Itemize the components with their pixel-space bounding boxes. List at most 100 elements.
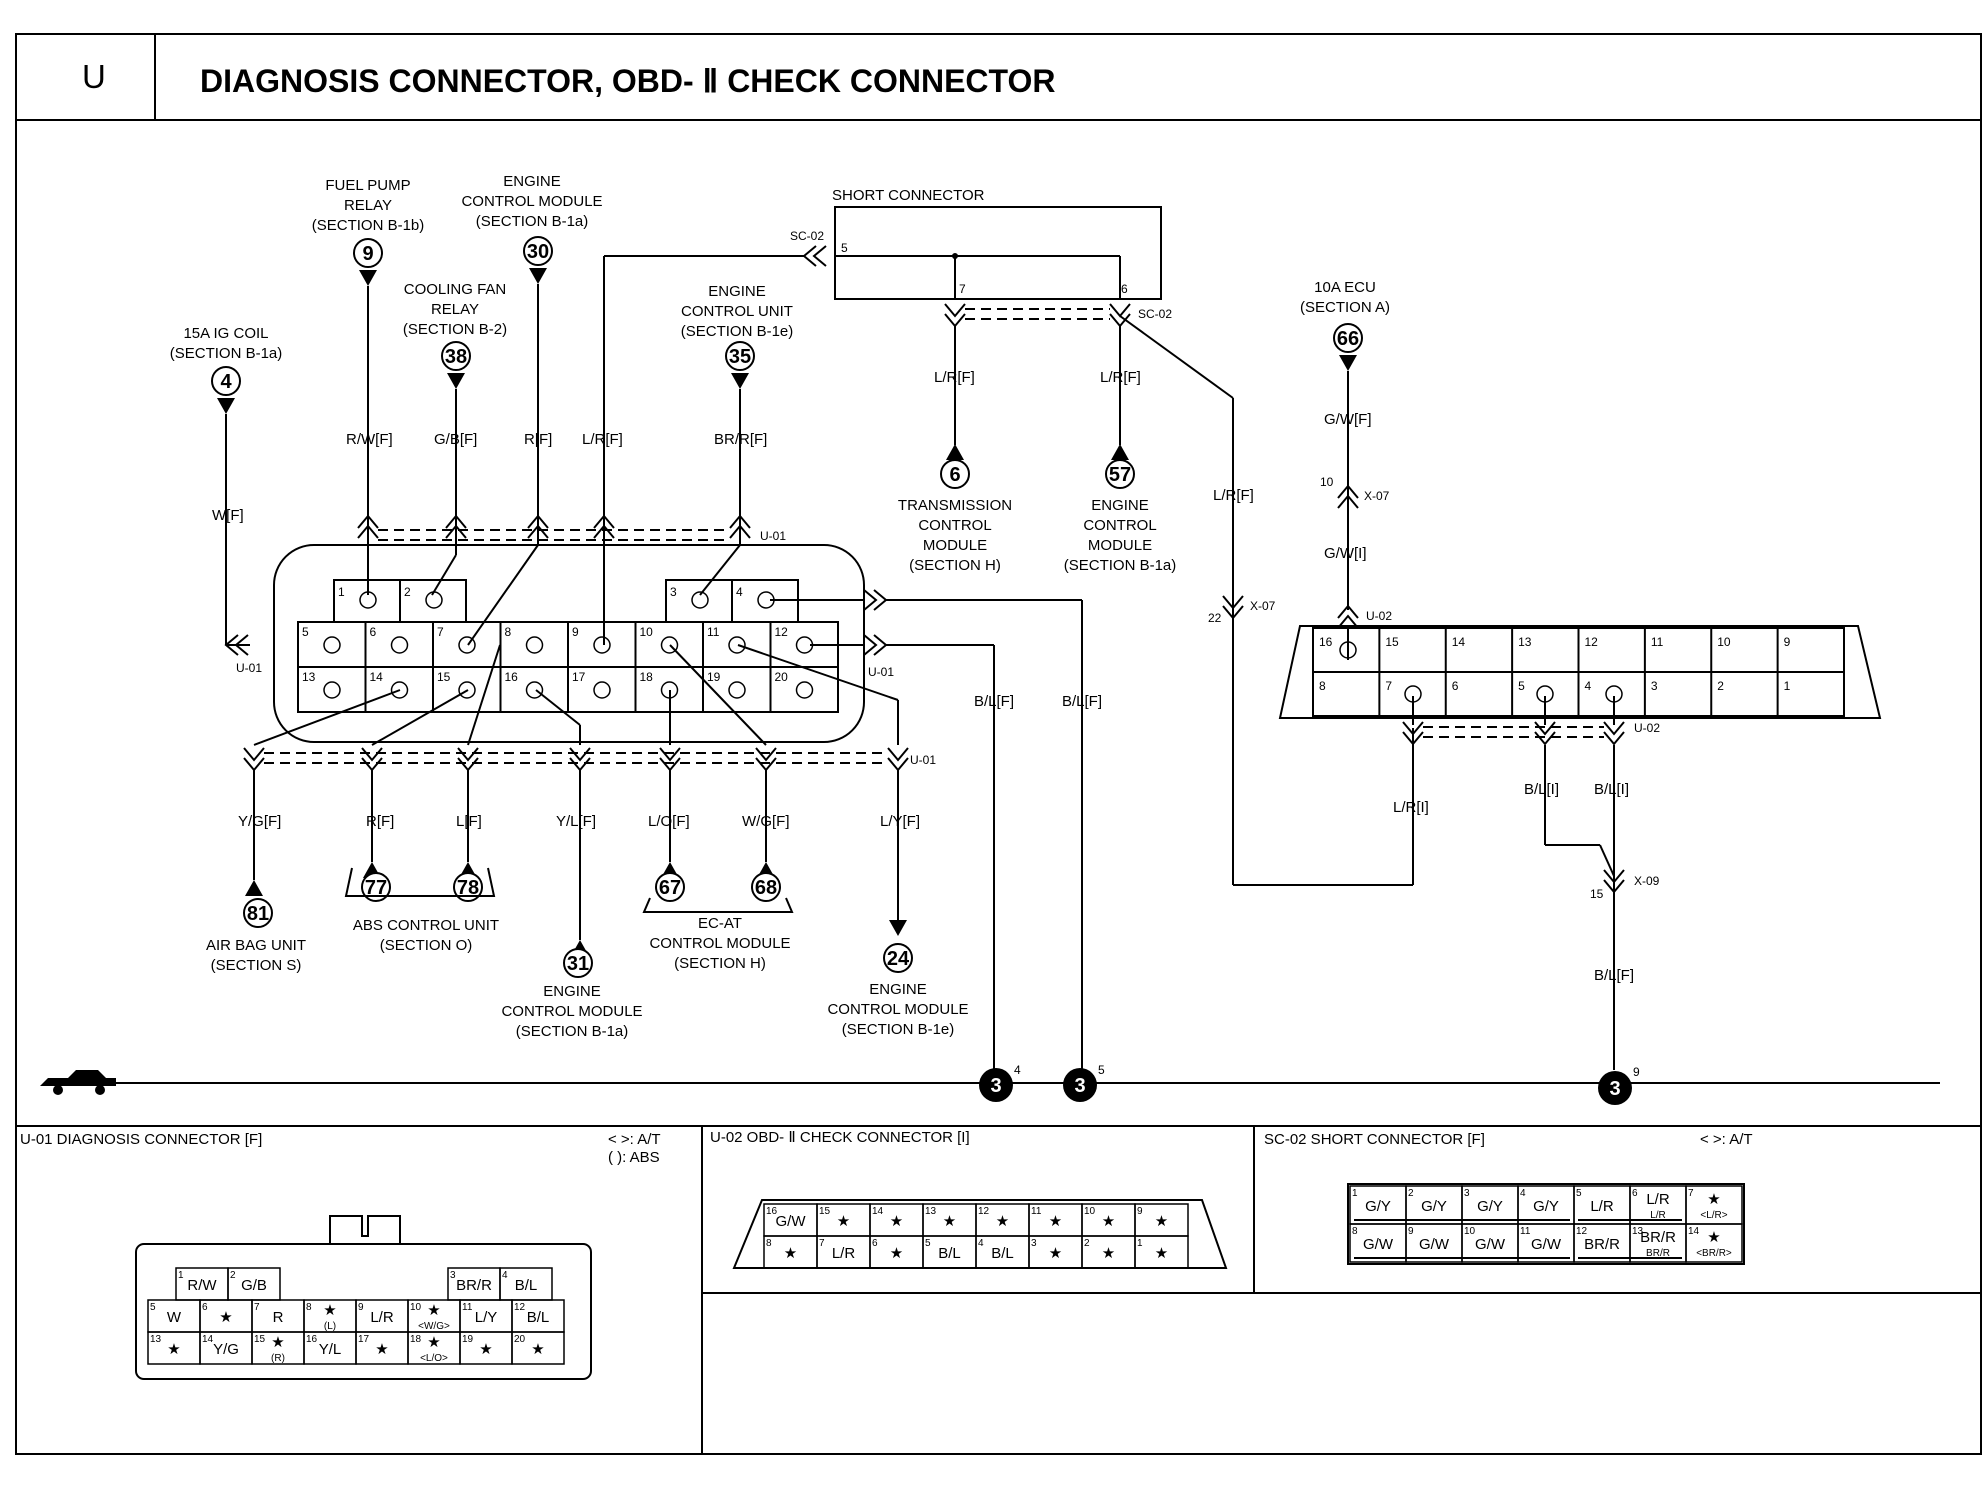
legend-sc02-cell-color: G/W xyxy=(1419,1236,1450,1253)
legend-u02-cell-pin: 2 xyxy=(1084,1238,1090,1249)
u01-pin xyxy=(525,681,544,699)
u01-pin-number: 16 xyxy=(505,670,519,684)
ground-bus: 3 4 3 5 3 9 xyxy=(40,1063,1940,1105)
legend-u01-cell-color-alt: (L) xyxy=(324,1321,336,1332)
svg-text:U-01: U-01 xyxy=(236,661,262,675)
legend-u01-cell-pin: 12 xyxy=(514,1302,526,1313)
legend-sc02-cell xyxy=(1685,1223,1743,1263)
u01-pin-number: 6 xyxy=(370,625,377,639)
output-abs-control-unit: R[F] 77 L[F] 78 ABS CONTROL UNIT (SECTIO… xyxy=(344,770,499,954)
svg-text:U-01: U-01 xyxy=(760,529,786,543)
ig-coil-number: 4 xyxy=(220,371,232,393)
legend-u01-cell-color-alt: <L/O> xyxy=(420,1353,448,1364)
svg-text:ENGINE: ENGINE xyxy=(1091,497,1149,514)
u01-pin-number: 11 xyxy=(707,625,720,639)
svg-text:X-07: X-07 xyxy=(1364,489,1390,503)
svg-text:15: 15 xyxy=(1590,887,1604,901)
legend-sc02-cell-color: BR/R xyxy=(1584,1236,1620,1253)
legend-u02-cell xyxy=(1134,1235,1189,1269)
legend-u01-cell-pin: 11 xyxy=(462,1302,473,1313)
legend-u01-cell-color: ★ xyxy=(531,1341,544,1358)
legend-u01-cell-color: W xyxy=(167,1309,182,1326)
svg-text:X-07: X-07 xyxy=(1250,599,1276,613)
legend-sc02-cell-color: G/W xyxy=(1363,1236,1394,1253)
svg-text:CONTROL MODULE: CONTROL MODULE xyxy=(461,193,602,210)
legend-u02-cell-color: ★ xyxy=(784,1245,797,1262)
legend-u01-cell-color: R/W xyxy=(187,1277,217,1294)
svg-text:5: 5 xyxy=(1098,1063,1105,1077)
u02-pin-number: 14 xyxy=(1452,635,1466,649)
svg-text:15A IG COIL: 15A IG COIL xyxy=(183,325,268,342)
svg-text:CONTROL MODULE: CONTROL MODULE xyxy=(501,1003,642,1020)
u02-pin-number: 15 xyxy=(1385,635,1399,649)
legend-u02-cell-pin: 4 xyxy=(978,1238,984,1249)
legend-u02-cell-color: ★ xyxy=(943,1213,956,1230)
legend-sc02-cell-pin: 13 xyxy=(1632,1226,1644,1237)
u01-pin xyxy=(525,636,544,654)
legend-u02-cell-color: ★ xyxy=(890,1213,903,1230)
legend-sc02-cell-pin: 6 xyxy=(1632,1188,1638,1199)
svg-text:U-02: U-02 xyxy=(1366,609,1392,623)
u01-pin xyxy=(390,681,409,699)
svg-text:TRANSMISSION: TRANSMISSION xyxy=(898,497,1012,514)
svg-text:4: 4 xyxy=(1014,1063,1021,1077)
legend-sc02-cell-pin: 8 xyxy=(1352,1226,1358,1237)
legend-sc02-cell-pin: 4 xyxy=(1520,1188,1526,1199)
svg-text:68: 68 xyxy=(755,877,777,899)
svg-text:L/O[F]: L/O[F] xyxy=(648,813,690,830)
legend-sc02: SC-02 SHORT CONNECTOR [F] < >: A/T 1G/Y2… xyxy=(1264,1131,1753,1265)
svg-text:CONTROL MODULE: CONTROL MODULE xyxy=(649,935,790,952)
legend-u01-cell-pin: 5 xyxy=(150,1302,156,1313)
legend-sc02-cell-color-alt: <L/R> xyxy=(1700,1210,1727,1221)
svg-text:B/L[F]: B/L[F] xyxy=(1062,693,1102,710)
legend-u01-cell-color: Y/G xyxy=(213,1341,239,1358)
legend-u01-cell-color: ★ xyxy=(167,1341,180,1358)
svg-text:7: 7 xyxy=(959,282,966,296)
u02-pin-number: 13 xyxy=(1518,635,1532,649)
legend-u02: U-02 OBD- Ⅱ CHECK CONNECTOR [I] 16G/W15★… xyxy=(710,1129,1228,1269)
legend-u01-cell-color-alt: <W/G> xyxy=(418,1321,450,1332)
legend-u01-cell-pin: 13 xyxy=(150,1334,162,1345)
legend-u01-cell-pin: 17 xyxy=(358,1334,370,1345)
svg-text:9: 9 xyxy=(362,243,373,265)
svg-text:W[F]: W[F] xyxy=(212,507,244,524)
source-10a-ecu: 10A ECU (SECTION A) 66 G/W[F] 10 X-07 G/… xyxy=(1300,279,1392,629)
u02-pin-number: 5 xyxy=(1518,679,1525,693)
svg-text:6: 6 xyxy=(949,464,960,486)
svg-text:L/R[F]: L/R[F] xyxy=(1100,369,1141,386)
svg-text:9: 9 xyxy=(1633,1065,1640,1079)
svg-text:67: 67 xyxy=(659,877,681,899)
u01-pin xyxy=(323,681,341,699)
u02-pin-number: 8 xyxy=(1319,679,1326,693)
legend-u01-cell-color: ★ xyxy=(479,1341,492,1358)
legend-sc02-cell-color: L/R xyxy=(1646,1191,1670,1208)
svg-text:81: 81 xyxy=(247,903,269,925)
u02-pin-number: 4 xyxy=(1585,679,1592,693)
legend-u01-cell-pin: 10 xyxy=(410,1302,422,1313)
source-engine-control-unit: ENGINE CONTROL UNIT (SECTION B-1e) 35 BR… xyxy=(681,283,793,596)
svg-text:30: 30 xyxy=(527,241,549,263)
legend-u01-cell xyxy=(511,1331,565,1365)
svg-text:Y/L[F]: Y/L[F] xyxy=(556,813,596,830)
svg-text:ENGINE: ENGINE xyxy=(869,981,927,998)
legend-u02-cell-pin: 14 xyxy=(872,1206,884,1217)
svg-text:L/R[I]: L/R[I] xyxy=(1393,799,1429,816)
legend-u01-cell-color: ★ xyxy=(271,1334,284,1351)
source-fuel-pump-relay: FUEL PUMP RELAY (SECTION B-1b) 9 R/W[F] xyxy=(312,177,424,595)
legend-sc02-cell-color: ★ xyxy=(1707,1229,1720,1246)
legend-u02-cell-pin: 3 xyxy=(1031,1238,1037,1249)
svg-text:CONTROL MODULE: CONTROL MODULE xyxy=(827,1001,968,1018)
u02-pin-number: 10 xyxy=(1717,635,1731,649)
svg-text:78: 78 xyxy=(457,877,479,899)
legend-u01: U-01 DIAGNOSIS CONNECTOR [F] < >: A/T ( … xyxy=(20,1131,661,1380)
u01-pin xyxy=(795,681,814,699)
svg-text:RELAY: RELAY xyxy=(344,197,392,214)
legend-sc02-cell-color-alt: BR/R xyxy=(1646,1248,1670,1259)
svg-text:< >: A/T: < >: A/T xyxy=(1700,1131,1753,1148)
svg-text:(SECTION B-1a): (SECTION B-1a) xyxy=(476,213,589,230)
legend-sc02-cell-pin: 12 xyxy=(1576,1226,1588,1237)
svg-text:(SECTION B-1a): (SECTION B-1a) xyxy=(516,1023,629,1040)
svg-text:22: 22 xyxy=(1208,611,1222,625)
legend-sc02-cell-color: G/Y xyxy=(1365,1198,1391,1215)
svg-text:R/W[F]: R/W[F] xyxy=(346,431,393,448)
